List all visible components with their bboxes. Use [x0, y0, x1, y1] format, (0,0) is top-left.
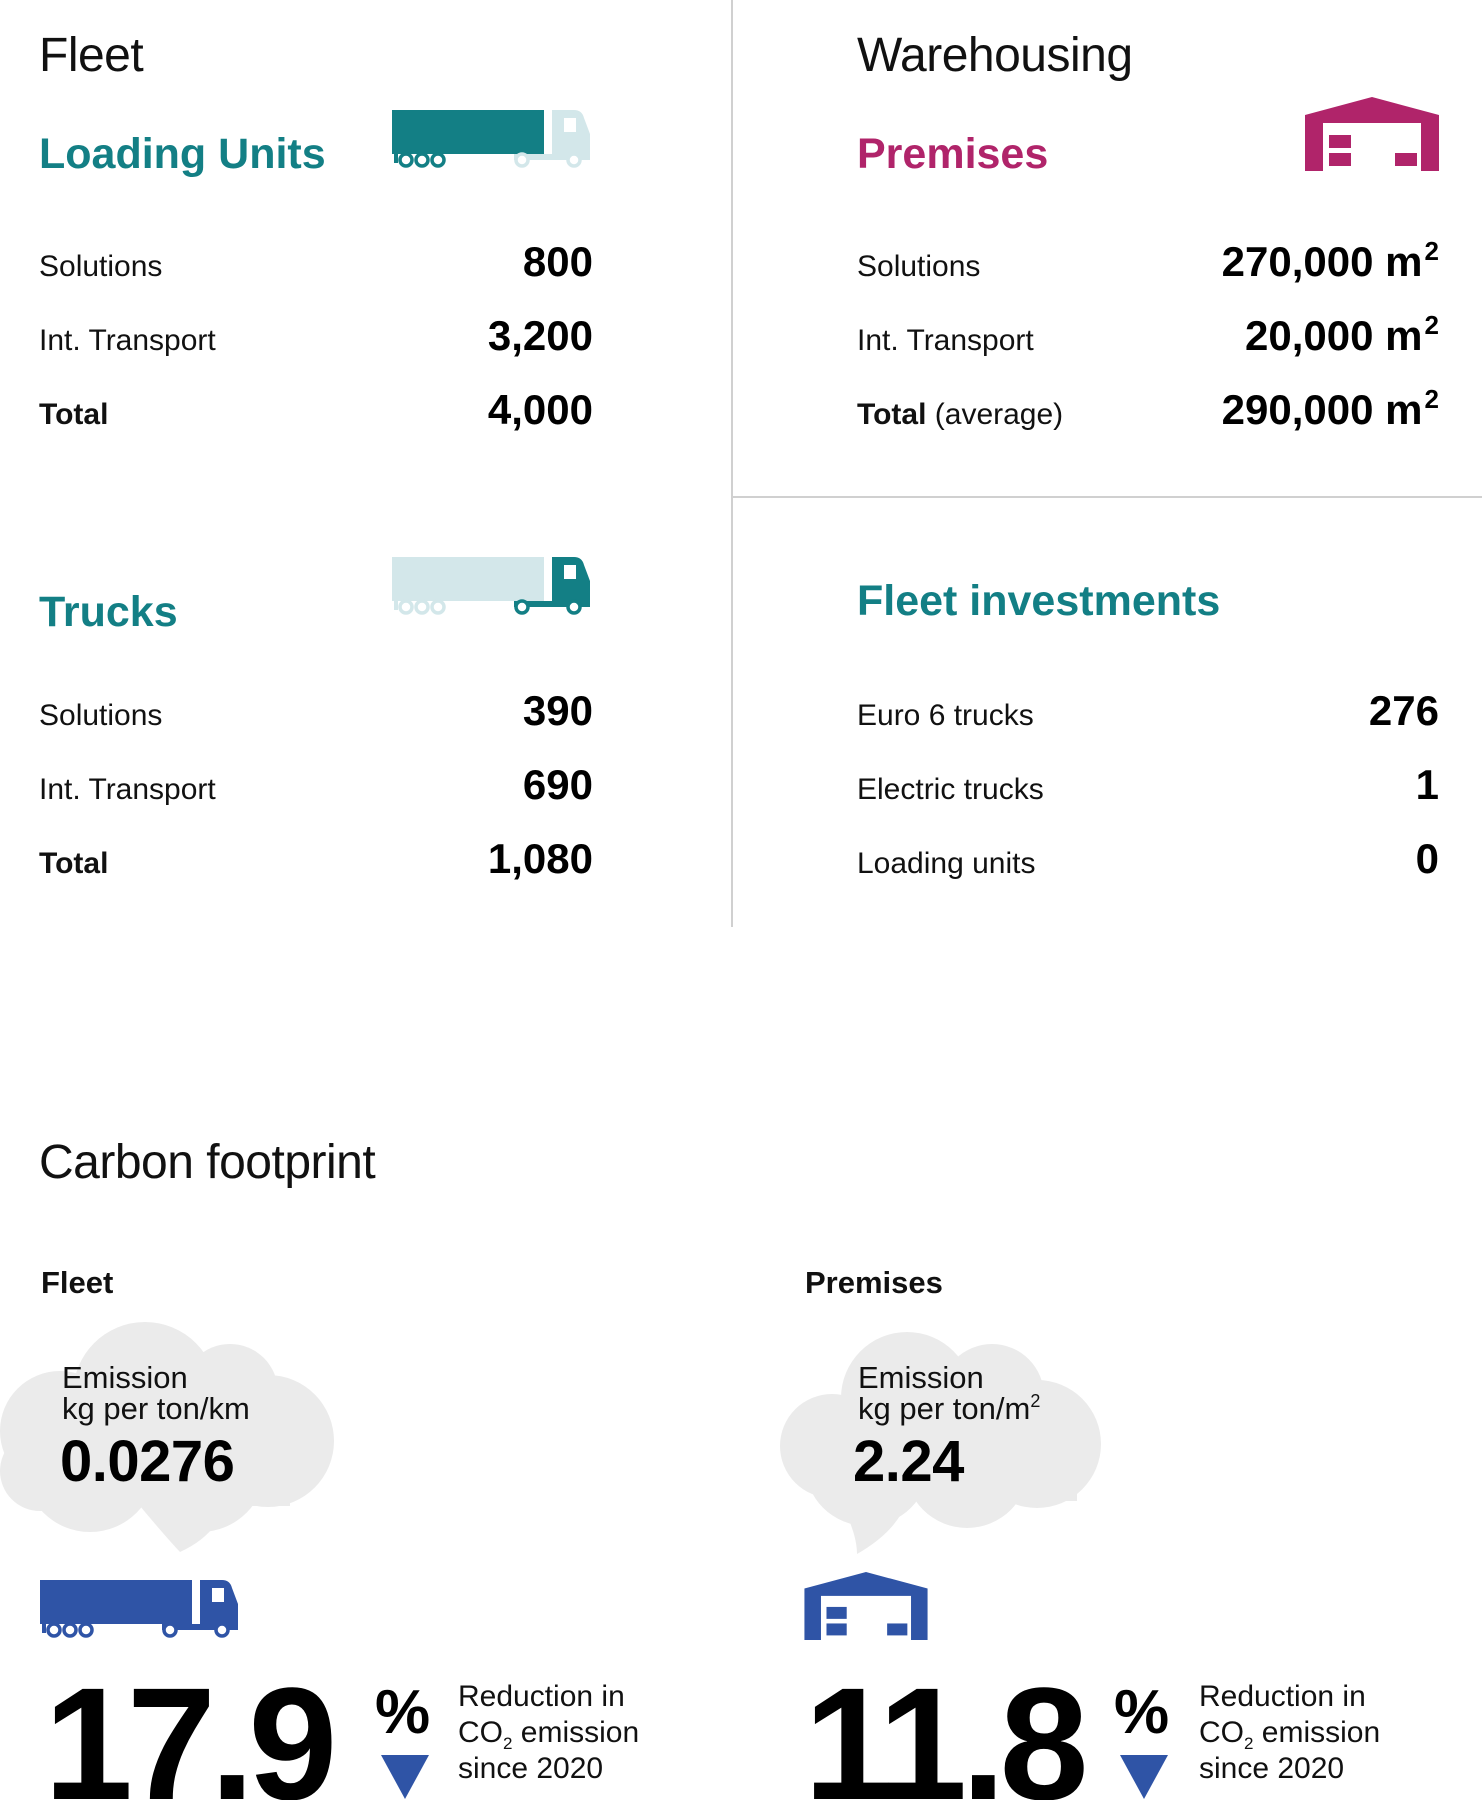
- down-triangle-icon: [381, 1755, 429, 1799]
- carbon-footprint-title: Carbon footprint: [39, 1136, 376, 1189]
- premises-emission-line2: kg per ton/m2: [858, 1391, 1041, 1426]
- row-value: 0: [1415, 835, 1439, 882]
- unit: m: [1385, 238, 1423, 285]
- fleet-section-title: Fleet: [39, 29, 144, 82]
- row-label: Loading units: [857, 847, 1036, 880]
- carbon-premises-heading: Premises: [805, 1265, 943, 1300]
- speech-cloud-icon: [0, 1322, 334, 1552]
- down-triangle-icon: [1120, 1755, 1168, 1799]
- trucks-row-solutions: Solutions 390: [39, 687, 593, 737]
- row-value: 4,000: [487, 386, 593, 433]
- row-label: Total: [857, 398, 927, 431]
- row-value: 20,000: [1245, 312, 1374, 359]
- co-subscript: 2: [1244, 1734, 1254, 1753]
- row-value: 276: [1368, 687, 1439, 734]
- premises-reduction-line1: Reduction in: [1199, 1680, 1366, 1713]
- premises-reduction-line2: CO2 emission: [1199, 1715, 1381, 1753]
- row-label: Solutions: [39, 699, 163, 732]
- row-value: 1: [1415, 761, 1439, 808]
- fleet-reduction-value: 17.9: [44, 1654, 337, 1800]
- speech-cloud-icon: [780, 1332, 1101, 1554]
- premises-emission-unit: kg per ton/m: [858, 1391, 1031, 1426]
- co-text: CO: [1199, 1716, 1244, 1749]
- fleet-percent-sign: %: [375, 1678, 431, 1747]
- emission-text: emission: [1253, 1716, 1381, 1749]
- row-label: Electric trucks: [857, 773, 1044, 806]
- warehouse-icon: [1305, 97, 1439, 171]
- fleet-reduction-line3: since 2020: [458, 1752, 604, 1785]
- loading-units-row-total: Total 4,000: [39, 386, 593, 436]
- fleet-emission-value: 0.0276: [60, 1429, 235, 1494]
- investments-row-loading-units: Loading units 0: [857, 835, 1439, 885]
- row-value: 690: [522, 761, 593, 808]
- co-subscript: 2: [503, 1734, 513, 1753]
- row-value: 390: [522, 687, 593, 734]
- row-label-suffix: (average): [926, 398, 1064, 431]
- row-value: 270,000: [1221, 238, 1374, 285]
- premises-reduction-line3: since 2020: [1199, 1752, 1345, 1785]
- row-label: Total: [39, 398, 109, 431]
- truck-cab-icon: [392, 557, 590, 615]
- loading-units-row-int-transport: Int. Transport 3,200: [39, 312, 593, 362]
- row-label: Int. Transport: [857, 324, 1034, 357]
- co-text: CO: [458, 1716, 503, 1749]
- premises-reduction-value: 11.8: [804, 1654, 1089, 1800]
- row-value: 3,200: [487, 312, 593, 359]
- row-label: Int. Transport: [39, 324, 216, 357]
- vertical-divider: [731, 0, 733, 927]
- premises-emission-sup: 2: [1030, 1391, 1041, 1411]
- investments-row-euro6: Euro 6 trucks 276: [857, 687, 1439, 737]
- row-value: 1,080: [487, 835, 593, 882]
- premises-emission-value: 2.24: [853, 1429, 964, 1494]
- trucks-row-int-transport: Int. Transport 690: [39, 761, 593, 811]
- premises-row-solutions: Solutions 270,000 m2: [857, 238, 1439, 288]
- premises-emission-line1: Emission: [858, 1360, 984, 1395]
- horizontal-divider: [733, 496, 1482, 498]
- loading-units-row-solutions: Solutions 800: [39, 238, 593, 288]
- premises-percent-sign: %: [1114, 1678, 1170, 1747]
- fleet-emission-line2: kg per ton/km: [62, 1391, 250, 1426]
- premises-row-int-transport: Int. Transport 20,000 m2: [857, 312, 1439, 362]
- trucks-title: Trucks: [39, 588, 178, 636]
- unit-superscript: 2: [1424, 236, 1439, 266]
- emission-text: emission: [512, 1716, 640, 1749]
- carbon-fleet-heading: Fleet: [41, 1265, 114, 1300]
- row-label: Int. Transport: [39, 773, 216, 806]
- fleet-reduction-line2: CO2 emission: [458, 1715, 640, 1753]
- investments-row-electric: Electric trucks 1: [857, 761, 1439, 811]
- warehousing-section-title: Warehousing: [857, 29, 1133, 82]
- row-label: Solutions: [39, 250, 163, 283]
- trucks-row-total: Total 1,080: [39, 835, 593, 885]
- unit: m: [1385, 312, 1423, 359]
- loading-units-title: Loading Units: [39, 130, 326, 178]
- fleet-investments-title: Fleet investments: [857, 577, 1221, 625]
- premises-title: Premises: [857, 130, 1049, 178]
- blue-truck-icon: [40, 1580, 238, 1638]
- premises-reduction-label: Reduction in CO2 emission since 2020: [1199, 1679, 1380, 1787]
- row-label: Euro 6 trucks: [857, 699, 1034, 732]
- row-label: Total: [39, 847, 109, 880]
- fleet-reduction-label: Reduction in CO2 emission since 2020: [458, 1679, 639, 1787]
- unit: m: [1385, 386, 1423, 433]
- trailer-truck-icon: [392, 110, 590, 168]
- row-label: Solutions: [857, 250, 981, 283]
- premises-row-total: Total (average) 290,000 m2: [857, 386, 1439, 436]
- row-value: 290,000: [1221, 386, 1374, 433]
- unit-superscript: 2: [1424, 384, 1439, 414]
- row-value: 800: [522, 238, 593, 285]
- unit-superscript: 2: [1424, 310, 1439, 340]
- blue-warehouse-icon: [804, 1572, 928, 1640]
- fleet-reduction-line1: Reduction in: [458, 1680, 625, 1713]
- fleet-emission-line1: Emission: [62, 1360, 188, 1395]
